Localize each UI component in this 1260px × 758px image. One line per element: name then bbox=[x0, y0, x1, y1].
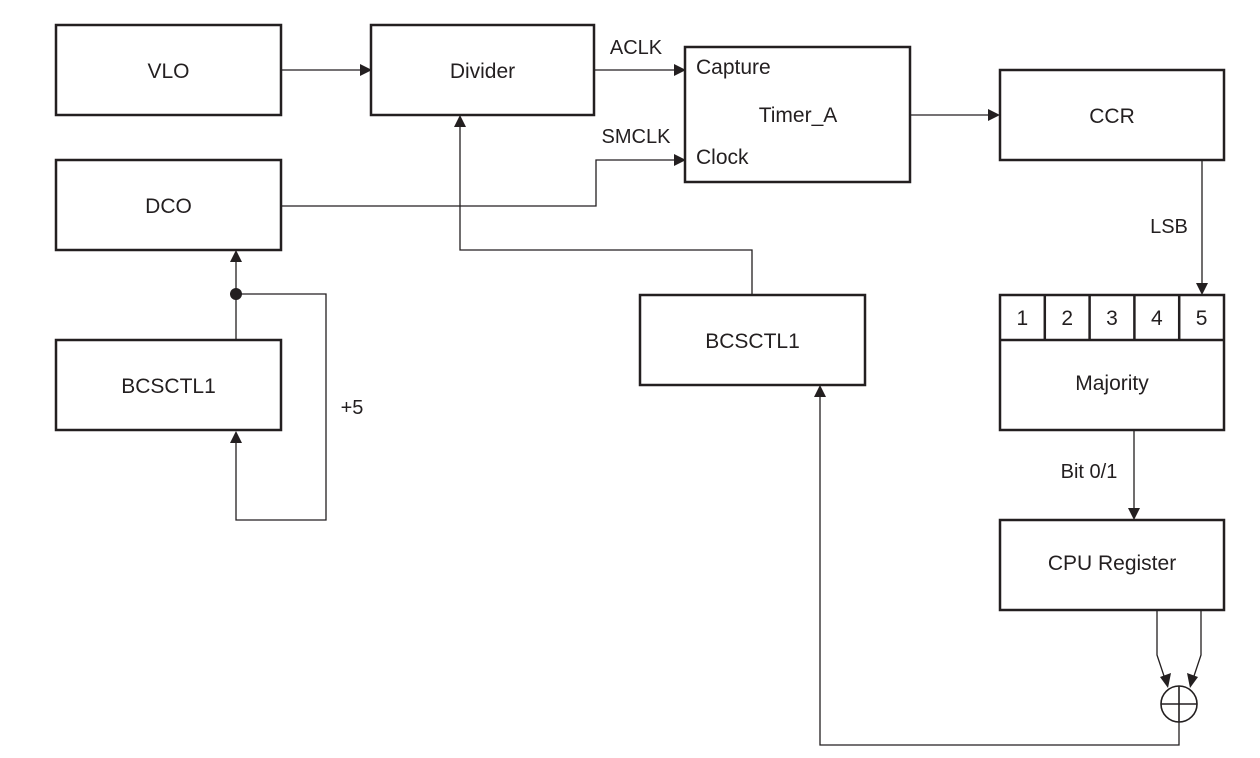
clock-port-label: Clock bbox=[696, 146, 749, 169]
arrow-into-shift-register bbox=[1196, 283, 1208, 295]
arrow-xor-left bbox=[1160, 673, 1171, 688]
wire-bcsctl1-divider bbox=[459, 127, 753, 295]
vlo-block: VLO bbox=[54, 23, 283, 117]
dco-label: DCO bbox=[145, 195, 192, 218]
arrow-xor-right bbox=[1187, 673, 1198, 688]
arrow-into-ccr bbox=[988, 109, 1000, 121]
bit01-label: Bit 0/1 bbox=[1061, 461, 1118, 483]
wire-dco-clock bbox=[282, 159, 674, 207]
wire-xor-bcsctl1 bbox=[819, 397, 1180, 746]
arrow-into-clock bbox=[674, 154, 686, 166]
shift-cell-4: 4 bbox=[1151, 307, 1163, 330]
aclk-label: ACLK bbox=[610, 37, 663, 59]
arrow-into-divider bbox=[360, 64, 372, 76]
arrow-into-divider-bottom bbox=[454, 115, 466, 127]
lsb-label: LSB bbox=[1150, 216, 1188, 238]
wire-cpu-xor-left bbox=[1156, 610, 1166, 680]
wire-cpu-xor-right bbox=[1192, 610, 1202, 680]
shift-cell-5: 5 bbox=[1196, 307, 1208, 330]
divider-block: Divider bbox=[369, 23, 596, 117]
timer-a-block: Capture Timer_A Clock bbox=[683, 45, 912, 184]
bcsctl1-mid-block: BCSCTL1 bbox=[638, 293, 867, 387]
majority-block: 1 2 3 4 5 Majority bbox=[998, 293, 1226, 432]
wire-plus5-loop bbox=[235, 293, 327, 521]
cpu-register-label: CPU Register bbox=[1048, 552, 1176, 575]
xor-icon bbox=[1160, 685, 1198, 723]
arrow-into-bcsctl1-left bbox=[230, 431, 242, 443]
majority-label: Majority bbox=[1075, 372, 1149, 395]
bcsctl1-left-label: BCSCTL1 bbox=[121, 375, 216, 398]
bcsctl1-left-block: BCSCTL1 bbox=[54, 338, 283, 432]
dco-block: DCO bbox=[54, 158, 283, 252]
timer-a-label: Timer_A bbox=[759, 104, 838, 127]
cpu-register-block: CPU Register bbox=[998, 518, 1226, 612]
vlo-label: VLO bbox=[147, 60, 189, 83]
shift-cell-3: 3 bbox=[1106, 307, 1118, 330]
ccr-label: CCR bbox=[1089, 105, 1135, 128]
arrow-into-cpu-register bbox=[1128, 508, 1140, 520]
shift-cell-1: 1 bbox=[1017, 307, 1029, 330]
ccr-block: CCR bbox=[998, 68, 1226, 162]
arrow-into-dco bbox=[230, 250, 242, 262]
smclk-label: SMCLK bbox=[602, 126, 672, 148]
plus5-label: +5 bbox=[341, 397, 364, 419]
arrow-into-capture bbox=[674, 64, 686, 76]
capture-port-label: Capture bbox=[696, 56, 771, 79]
arrow-into-bcsctl1-mid bbox=[814, 385, 826, 397]
divider-label: Divider bbox=[450, 60, 515, 83]
bcsctl1-mid-label: BCSCTL1 bbox=[705, 330, 800, 353]
shift-cell-2: 2 bbox=[1061, 307, 1073, 330]
